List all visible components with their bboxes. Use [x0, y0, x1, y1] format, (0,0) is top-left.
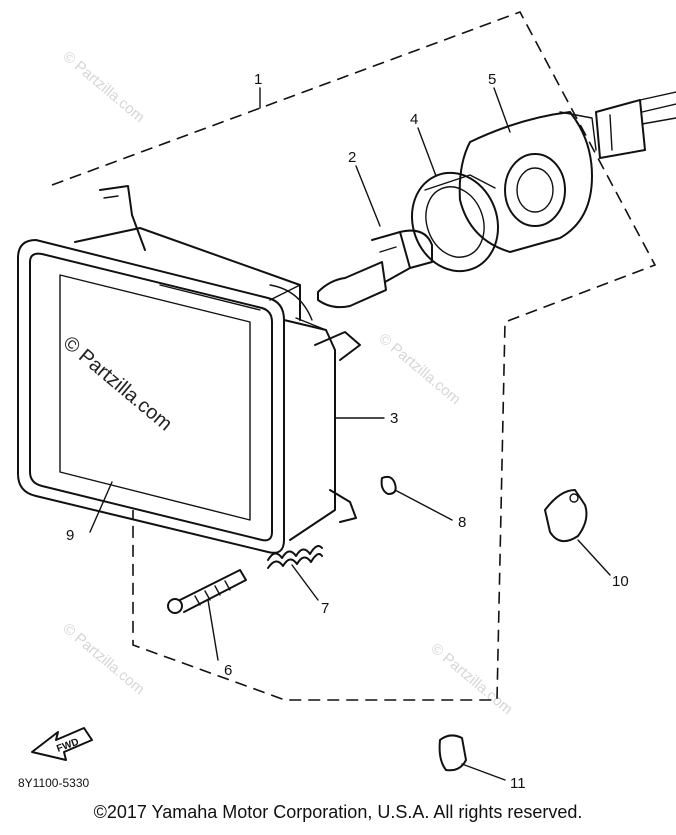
watermark-4: © Partzilla.com — [427, 640, 515, 718]
wire-connector — [595, 91, 676, 159]
watermark-1: © Partzilla.com — [59, 48, 147, 126]
adjusting-screw — [167, 569, 247, 614]
watermark-2: © Partzilla.com — [375, 330, 463, 408]
bulb-socket-ring — [410, 171, 500, 273]
callout-9: 9 — [66, 527, 74, 544]
callout-8: 8 — [458, 514, 466, 531]
clip-8 — [380, 475, 397, 495]
diagram-code: 8Y1100-5330 — [18, 776, 90, 790]
callout-3: 3 — [390, 410, 398, 427]
watermarks: © Partzilla.com © Partzilla.com © Partzi… — [59, 48, 516, 718]
callout-7: 7 — [321, 600, 329, 617]
callout-1: 1 — [254, 71, 262, 88]
bulb — [317, 229, 433, 309]
rubber-boot — [458, 111, 597, 253]
copyright-notice: ©2017 Yamaha Motor Corporation, U.S.A. A… — [93, 802, 583, 822]
clip-11 — [438, 734, 467, 772]
watermark-3: © Partzilla.com — [59, 620, 147, 698]
callout-6: 6 — [224, 662, 232, 679]
callout-10: 10 — [612, 573, 629, 590]
fwd-arrow: FWD — [31, 727, 93, 761]
callout-5: 5 — [488, 71, 496, 88]
clamp-10 — [544, 489, 588, 543]
callout-4: 4 — [410, 111, 418, 128]
watermark-main: © Partzilla.com — [59, 332, 176, 435]
callouts: 1 2 3 4 5 6 7 8 9 10 11 — [66, 71, 629, 792]
callout-2: 2 — [348, 149, 356, 166]
spring — [267, 545, 323, 569]
leader-lines — [89, 87, 611, 781]
callout-11: 11 — [510, 775, 526, 792]
headlight-assembly — [17, 185, 361, 554]
